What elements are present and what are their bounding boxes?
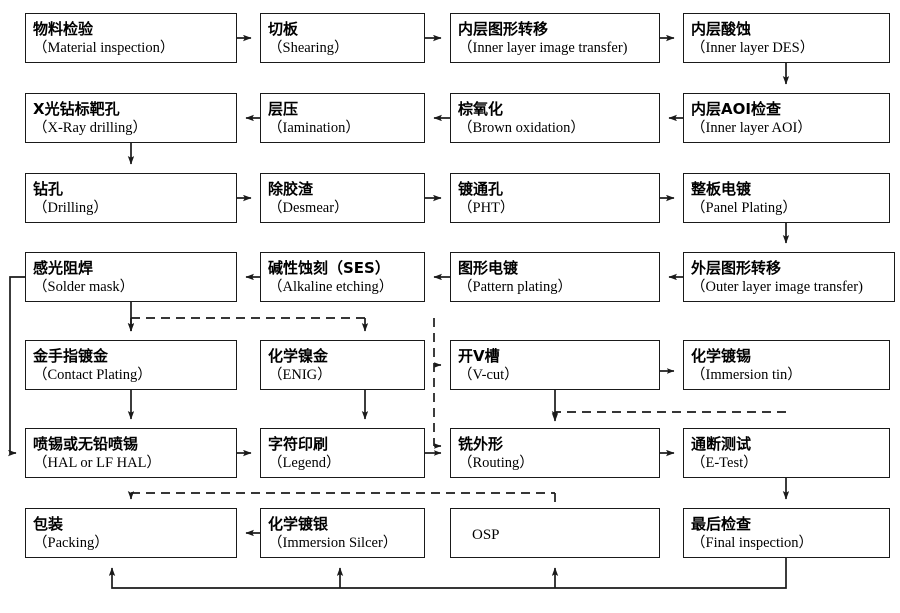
node-label-en: （Outer layer image transfer) — [691, 279, 863, 296]
node-label-cn: X光钻标靶孔 — [33, 100, 120, 119]
node-label-en: （ENIG） — [268, 367, 332, 384]
node-label-en: （Inner layer image transfer) — [458, 40, 628, 57]
edge-return-bus — [108, 558, 787, 589]
node-label-en: （Immersion Silcer） — [268, 535, 398, 552]
node-final-inspection[interactable]: 最后检查（Final inspection） — [683, 508, 890, 558]
node-label-en: （HAL or LF HAL） — [33, 455, 161, 472]
node-inner-layer-des[interactable]: 内层酸蚀（Inner layer DES） — [683, 13, 890, 63]
node-label-en: （Material inspection） — [33, 40, 175, 57]
node-label-cn: 化学镍金 — [268, 347, 329, 366]
node-label-en: （Legend） — [268, 455, 341, 472]
node-label-cn: 钻孔 — [33, 180, 64, 199]
node-label-cn: 碱性蚀刻（SES） — [268, 259, 390, 278]
node-lamination[interactable]: 层压（Iamination） — [260, 93, 425, 143]
node-label-cn: 整板电镀 — [691, 180, 752, 199]
node-label-cn: 金手指镀金 — [33, 347, 109, 366]
node-desmear[interactable]: 除胶渣（Desmear） — [260, 173, 425, 223]
node-v-cut[interactable]: 开V槽（V-cut） — [450, 340, 660, 390]
node-packing[interactable]: 包装（Packing） — [25, 508, 237, 558]
node-label-en: （Inner layer AOI） — [691, 120, 812, 137]
node-label-en: （Inner layer DES） — [691, 40, 815, 57]
node-label-en: （V-cut） — [458, 367, 519, 384]
node-label-en: OSP — [472, 527, 500, 543]
node-label-en: （Alkaline etching） — [268, 279, 394, 296]
node-label-en: （Solder mask） — [33, 279, 135, 296]
node-label-cn: 物料检验 — [33, 20, 94, 39]
node-label-en: （Brown oxidation） — [458, 120, 585, 137]
node-pht[interactable]: 镀通孔（PHT） — [450, 173, 660, 223]
node-label-en: （Panel Plating） — [691, 200, 797, 217]
node-legend[interactable]: 字符印刷（Legend） — [260, 428, 425, 478]
node-material-inspection[interactable]: 物料检验（Material inspection） — [25, 13, 237, 63]
node-label-cn: 外层图形转移 — [691, 259, 782, 278]
node-e-test[interactable]: 通断测试（E-Test） — [683, 428, 890, 478]
node-label-en: （Contact Plating） — [33, 367, 152, 384]
node-label-cn: 层压 — [268, 100, 299, 119]
node-inner-layer-image-transfer[interactable]: 内层图形转移（Inner layer image transfer) — [450, 13, 660, 63]
node-label-en: （Immersion tin） — [691, 367, 802, 384]
node-label-en: （Shearing） — [268, 40, 349, 57]
node-immersion-silver[interactable]: 化学镀银（Immersion Silcer） — [260, 508, 425, 558]
node-osp[interactable]: OSP — [450, 508, 660, 558]
node-label-cn: 开V槽 — [458, 347, 500, 366]
node-label-cn: 内层酸蚀 — [691, 20, 752, 39]
node-label-en: （Routing） — [458, 455, 534, 472]
node-label-cn: 切板 — [268, 20, 299, 39]
node-label-en: （Iamination） — [268, 120, 360, 137]
node-label-cn: 化学镀银 — [268, 515, 329, 534]
node-label-cn: 通断测试 — [691, 435, 752, 454]
node-label-cn: 感光阻焊 — [33, 259, 94, 278]
node-contact-plating[interactable]: 金手指镀金（Contact Plating） — [25, 340, 237, 390]
node-label-en: （Final inspection） — [691, 535, 814, 552]
node-pattern-plating[interactable]: 图形电镀（Pattern plating） — [450, 252, 660, 302]
node-label-cn: 内层图形转移 — [458, 20, 549, 39]
node-label-cn: 铣外形 — [458, 435, 504, 454]
node-label-cn: 喷锡或无铅喷锡 — [33, 435, 139, 454]
node-drilling[interactable]: 钻孔（Drilling） — [25, 173, 237, 223]
node-alkaline-etching[interactable]: 碱性蚀刻（SES）（Alkaline etching） — [260, 252, 425, 302]
node-label-en: （Pattern plating） — [458, 279, 572, 296]
node-inner-layer-aoi[interactable]: 内层AOI检查（Inner layer AOI） — [683, 93, 890, 143]
node-enig[interactable]: 化学镍金（ENIG） — [260, 340, 425, 390]
node-label-en: （E-Test） — [691, 455, 758, 472]
node-panel-plating[interactable]: 整板电镀（Panel Plating） — [683, 173, 890, 223]
node-label-cn: 字符印刷 — [268, 435, 329, 454]
node-solder-mask[interactable]: 感光阻焊（Solder mask） — [25, 252, 237, 302]
node-routing[interactable]: 铣外形（Routing） — [450, 428, 660, 478]
node-label-cn: 除胶渣 — [268, 180, 314, 199]
node-shearing[interactable]: 切板（Shearing） — [260, 13, 425, 63]
node-label-cn: 化学镀锡 — [691, 347, 752, 366]
node-label-en: （X-Ray drilling） — [33, 120, 147, 137]
node-label-en: （PHT） — [458, 200, 515, 217]
edge-soldermask-to-hal — [8, 276, 25, 457]
node-label-en: （Packing） — [33, 535, 109, 552]
node-xray-drilling[interactable]: X光钻标靶孔（X-Ray drilling） — [25, 93, 237, 143]
node-brown-oxidation[interactable]: 棕氧化（Brown oxidation） — [450, 93, 660, 143]
node-label-cn: 内层AOI检查 — [691, 100, 781, 119]
node-label-cn: 镀通孔 — [458, 180, 504, 199]
node-label-cn: 最后检查 — [691, 515, 752, 534]
node-label-cn: 包装 — [33, 515, 64, 534]
node-label-en: （Drilling） — [33, 200, 108, 217]
node-immersion-tin[interactable]: 化学镀锡（Immersion tin） — [683, 340, 890, 390]
node-label-cn: 棕氧化 — [458, 100, 504, 119]
node-hal[interactable]: 喷锡或无铅喷锡（HAL or LF HAL） — [25, 428, 237, 478]
node-label-en: （Desmear） — [268, 200, 349, 217]
node-label-cn: 图形电镀 — [458, 259, 519, 278]
node-outer-layer-image-transfer[interactable]: 外层图形转移（Outer layer image transfer) — [683, 252, 895, 302]
